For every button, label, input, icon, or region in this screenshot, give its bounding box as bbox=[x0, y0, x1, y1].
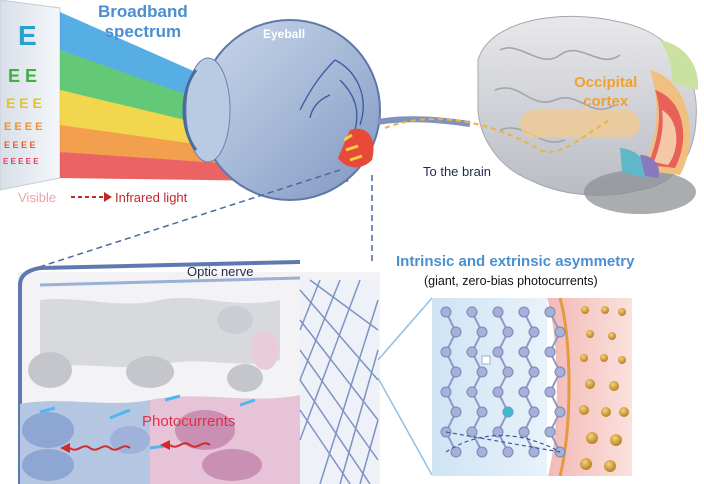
asymmetry-title: Intrinsic and extrinsic asymmetry bbox=[396, 253, 635, 270]
svg-text:E E: E E bbox=[8, 66, 37, 86]
zoom-line-left bbox=[29, 169, 341, 271]
asymmetry-subtitle: (giant, zero-bias photocurrents) bbox=[424, 274, 598, 288]
occipital-cortex-label: Occipital cortex bbox=[574, 73, 637, 111]
photocurrents-label: Photocurrents bbox=[142, 413, 236, 430]
eye-chart: E E E E E E E E E E E E E E E E E E E bbox=[0, 0, 61, 191]
to-the-brain-label: To the brain bbox=[423, 164, 491, 179]
broadband-spectrum-label: Broadband spectrum bbox=[98, 2, 188, 42]
visible-label: Visible bbox=[18, 190, 57, 205]
zoom-line-lattice-bottom bbox=[377, 377, 433, 476]
retina-cross-section bbox=[18, 260, 380, 484]
occipital-line-1: Occipital bbox=[574, 74, 638, 91]
signal-path-to-brain bbox=[384, 118, 611, 153]
brain bbox=[477, 15, 699, 214]
svg-text:E E E E: E E E E bbox=[4, 140, 36, 150]
eyeball bbox=[182, 19, 471, 201]
svg-text:E E E: E E E bbox=[6, 95, 42, 111]
broadband-line-1: Broadband bbox=[98, 2, 188, 21]
optic-nerve-label: Optic nerve bbox=[187, 264, 254, 279]
broadband-line-2: spectrum bbox=[104, 22, 182, 41]
svg-text:E E E E: E E E E bbox=[4, 121, 43, 133]
svg-text:E: E bbox=[18, 20, 37, 51]
zoom-line-lattice-top bbox=[377, 297, 433, 361]
infrared-light-label: Infrared light bbox=[115, 190, 188, 205]
visible-to-infrared-arrow bbox=[71, 192, 112, 202]
atomic-lattice bbox=[432, 297, 632, 477]
occipital-line-2: cortex bbox=[583, 93, 629, 110]
svg-text:E E E E E: E E E E E bbox=[3, 157, 39, 166]
photocurrent-arrows bbox=[60, 440, 211, 453]
eyeball-label: Eyeball bbox=[263, 27, 306, 41]
